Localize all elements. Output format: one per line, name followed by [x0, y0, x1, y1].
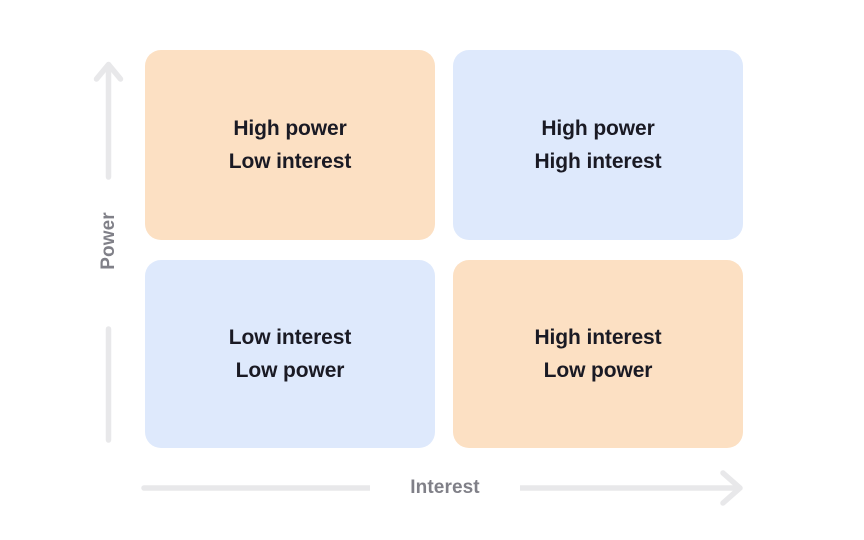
x-axis	[140, 466, 746, 510]
quadrant-line: Low power	[543, 359, 653, 382]
quadrant-low-interest-low-power[interactable]: Low interest Low power	[145, 260, 435, 448]
y-axis-label-text: Power	[98, 212, 119, 270]
quadrant-line: High interest	[534, 326, 662, 349]
quadrant-line: Low interest	[228, 326, 352, 349]
quadrant-line: High power	[541, 117, 655, 140]
y-axis-label: Power	[86, 198, 132, 284]
y-axis	[86, 52, 132, 452]
quadrant-matrix: High power Low interest High power High …	[145, 50, 743, 448]
quadrant-high-power-low-interest[interactable]: High power Low interest	[145, 50, 435, 240]
quadrant-line: Low interest	[228, 150, 352, 173]
quadrant-line: High interest	[534, 150, 662, 173]
quadrant-line: Low power	[235, 359, 345, 382]
arrow-up-icon	[93, 61, 124, 443]
x-axis-label: Interest	[370, 474, 520, 502]
quadrant-high-power-high-interest[interactable]: High power High interest	[453, 50, 743, 240]
arrow-right-icon	[141, 470, 743, 506]
quadrant-high-interest-low-power[interactable]: High interest Low power	[453, 260, 743, 448]
quadrant-line: High power	[233, 117, 347, 140]
